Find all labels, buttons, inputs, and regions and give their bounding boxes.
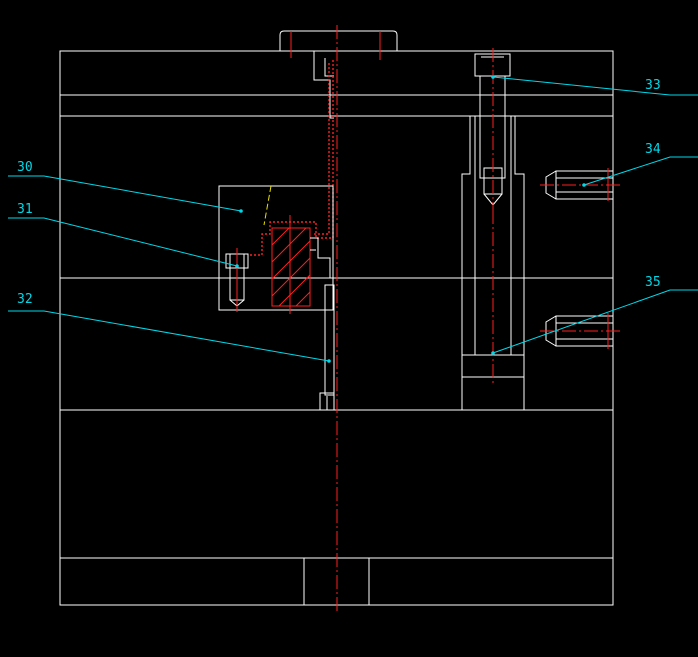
callout-35: 35: [645, 275, 661, 290]
callout-30: 30: [17, 160, 33, 175]
callout-31: 31: [17, 202, 33, 217]
bolt-33: [474, 48, 511, 210]
locating-ring: [279, 30, 398, 119]
screw-31: [225, 248, 249, 312]
leader-34: [583, 156, 698, 186]
callout-32: 32: [17, 292, 33, 307]
leader-31: [8, 217, 238, 267]
side-bolt-lower: [540, 313, 620, 349]
leader-30: [8, 175, 242, 212]
leader-35: [492, 289, 698, 354]
callout-34: 34: [645, 142, 661, 157]
ejector-pin-32: [319, 284, 335, 411]
hatched-core: [271, 227, 311, 307]
callout-33: 33: [645, 78, 661, 93]
side-bolt-34: [540, 168, 620, 201]
leader-lines: [8, 75, 698, 363]
leader-32: [8, 310, 330, 362]
core-hatch: [271, 227, 311, 307]
guide-sleeve-35: [461, 116, 525, 410]
insert-block: [218, 185, 334, 314]
sprue-channel: [250, 60, 334, 256]
leader-33: [492, 76, 698, 96]
hidden-line: [263, 185, 272, 226]
